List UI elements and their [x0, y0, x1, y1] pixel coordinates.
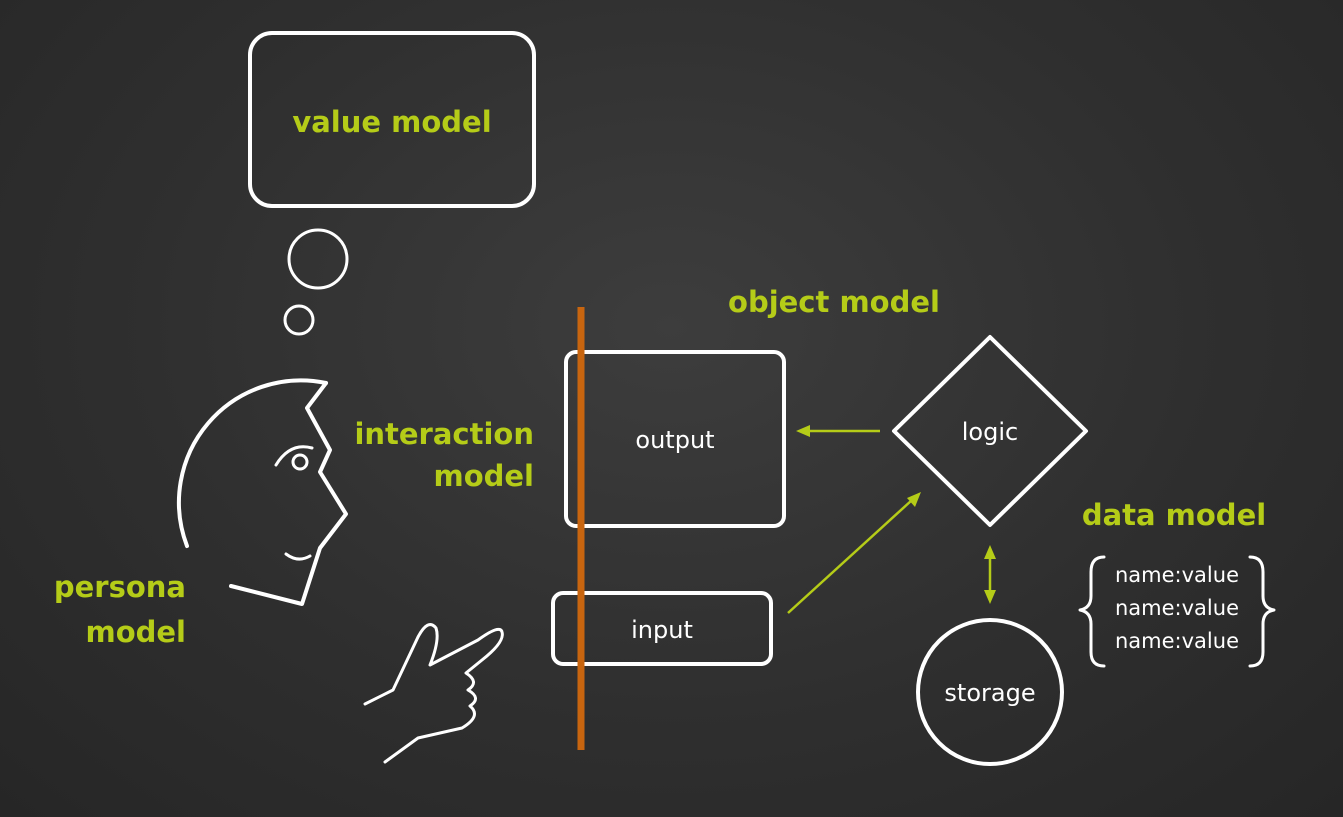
persona-model-label-line2: model [85, 615, 186, 649]
input-box [551, 591, 773, 666]
persona-head-icon [176, 378, 348, 606]
output-box-label: output [635, 426, 714, 454]
thought-bubble-large [287, 228, 349, 290]
thought-bubble-small [283, 304, 315, 336]
output-box [564, 350, 786, 528]
storage-circle [916, 618, 1064, 766]
object-model-label: object model [728, 285, 940, 319]
value-model-label: value model [292, 105, 491, 139]
logic-storage-arrow [984, 545, 996, 604]
data-left-brace [1078, 555, 1106, 668]
interaction-model-label-line1: interaction [354, 417, 534, 451]
value-model-group: value model [248, 31, 536, 336]
data-model-label: data model [1082, 498, 1266, 532]
data-right-brace [1248, 555, 1276, 668]
logic-label: logic [962, 418, 1018, 446]
input-box-label: input [631, 616, 693, 644]
data-field-3: name:value [1115, 629, 1239, 653]
value-model-box [248, 31, 536, 208]
data-field-1: name:value [1115, 563, 1239, 587]
logic-diamond [892, 335, 1088, 527]
input-to-logic-arrow [787, 492, 921, 614]
persona-eye-icon [274, 445, 314, 467]
persona-model-label-line1: persona [54, 570, 186, 604]
storage-label: storage [944, 679, 1035, 707]
logic-to-output-arrow [796, 425, 880, 437]
persona-mouth [284, 552, 312, 561]
interaction-model-label-line2: model [433, 459, 534, 493]
data-field-2: name:value [1115, 596, 1239, 620]
pointing-hand-icon [363, 623, 504, 764]
